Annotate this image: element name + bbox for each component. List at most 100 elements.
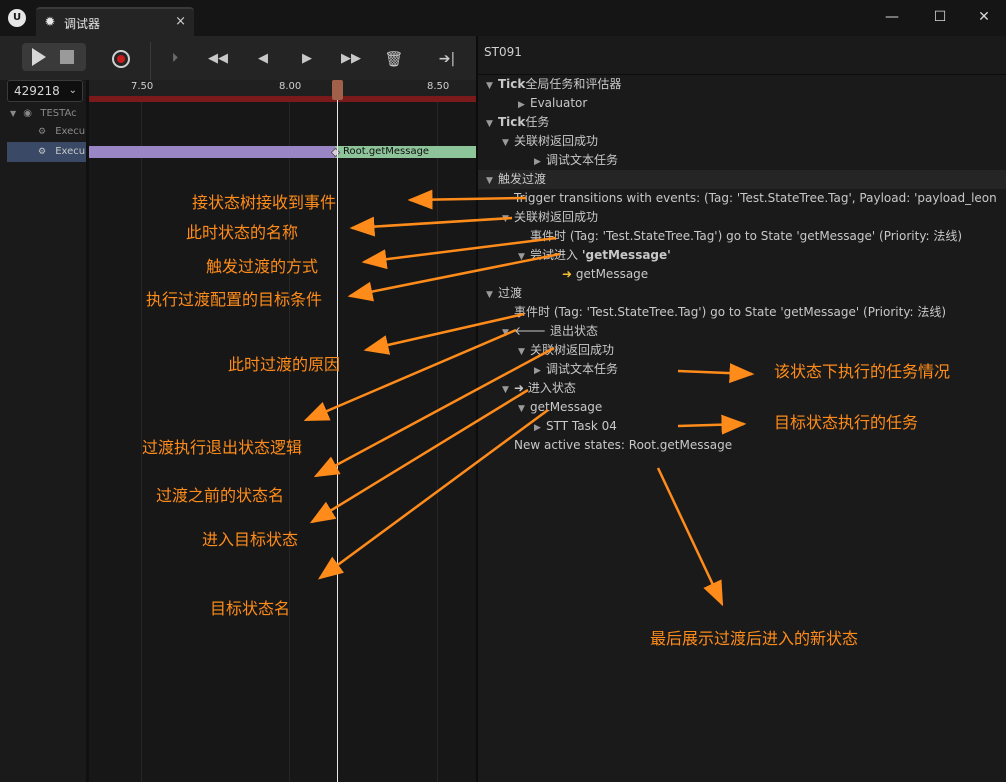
step-back-icon[interactable]: ◀ xyxy=(258,51,268,66)
divider xyxy=(478,74,1006,75)
expand-down-icon[interactable]: ▼ xyxy=(486,81,493,91)
trace-row: 事件时 (Tag: 'Test.StateTree.Tag') go to St… xyxy=(502,303,946,322)
row-label: 全局任务和评估器 xyxy=(525,77,622,91)
playhead-line xyxy=(337,80,338,782)
jump-forward-icon[interactable]: ▶▶ xyxy=(341,51,361,66)
annotation-label: 该状态下执行的任务情况 xyxy=(774,362,951,381)
trace-row[interactable]: ▶STT Task 04 xyxy=(534,417,617,436)
trace-row: 事件时 (Tag: 'Test.StateTree.Tag') go to St… xyxy=(518,227,962,246)
expand-right-icon[interactable]: ▶ xyxy=(534,157,541,167)
row-label: 过渡 xyxy=(498,286,523,300)
section-row[interactable]: ▼ Tick任务 xyxy=(478,113,1006,132)
expand-down-icon[interactable]: ▼ xyxy=(502,328,509,338)
annotation-label: 目标状态名 xyxy=(210,599,291,618)
trace-row[interactable]: ▼ 尝试进入 'getMessage' xyxy=(518,246,671,265)
row-label-bold: Tick xyxy=(498,77,526,91)
trace-row[interactable]: ▼ 关联树返回成功 xyxy=(518,341,614,360)
row-label: New active states: Root.getMessage xyxy=(514,438,733,452)
maximize-button[interactable]: ☐ xyxy=(933,9,947,25)
stop-button[interactable] xyxy=(60,50,74,64)
expand-down-icon[interactable]: ▼ xyxy=(502,138,509,148)
expand-down-icon[interactable]: ▼ xyxy=(518,404,525,414)
grid-line xyxy=(141,102,142,782)
close-window-button[interactable]: ✕ xyxy=(978,9,990,25)
trace-row[interactable]: ▼ 🡐 退出状态 xyxy=(502,322,598,341)
trace-row[interactable]: ▼getMessage xyxy=(518,398,602,417)
details-title: ST091 xyxy=(484,45,522,59)
expand-down-icon[interactable]: ▼ xyxy=(518,252,525,262)
trace-row[interactable]: ▶调试文本任务 xyxy=(534,360,618,379)
jump-to-end-icon[interactable]: ➔| xyxy=(438,51,456,67)
time-ruler[interactable]: 7.50 8.00 8.50 xyxy=(89,80,476,100)
row-label: 尝试进入 xyxy=(530,248,582,262)
annotation-label: 过渡之前的状态名 xyxy=(156,486,285,505)
annotation-label: 最后展示过渡后进入的新状态 xyxy=(650,629,859,648)
expand-down-icon[interactable]: ▼ xyxy=(486,290,493,300)
row-label: 调试文本任务 xyxy=(546,362,619,376)
state-track-current[interactable]: Root.getMessage xyxy=(335,146,476,158)
row-label: ➜ 进入状态 xyxy=(514,381,576,395)
row-label: 关联树返回成功 xyxy=(514,134,599,148)
title-bar: U ✹ 调试器 × — ☐ ✕ xyxy=(0,0,1006,36)
trace-row[interactable]: ▶调试文本任务 xyxy=(534,151,618,170)
trace-row[interactable]: ▶ Evaluator xyxy=(518,94,587,113)
play-stop-group xyxy=(22,43,86,71)
annotation-label: 触发过渡的方式 xyxy=(206,257,319,276)
play-button[interactable] xyxy=(28,48,48,66)
expand-down-icon[interactable]: ▼ xyxy=(486,119,493,129)
annotation-label: 过渡执行退出状态逻辑 xyxy=(142,438,303,457)
row-label: 🡐 退出状态 xyxy=(514,324,598,338)
tree-row[interactable]: ⚙ Execu xyxy=(0,122,86,142)
state-track-previous[interactable] xyxy=(89,146,335,158)
chevron-down-icon: ⌄ xyxy=(68,85,77,96)
row-label: 触发过渡 xyxy=(498,172,547,186)
expand-down-icon[interactable]: ▼ xyxy=(518,347,525,357)
expand-down-icon[interactable]: ▼ xyxy=(486,176,493,186)
row-label-bold: 'getMessage' xyxy=(581,248,671,262)
playhead-handle[interactable] xyxy=(332,80,343,100)
section-row[interactable]: ▼ 过渡 xyxy=(478,284,1006,303)
row-label: 任务 xyxy=(525,115,550,129)
trace-row[interactable]: ▼ 关联树返回成功 xyxy=(502,132,598,151)
trace-row[interactable]: ▼关联树返回成功 xyxy=(502,208,598,227)
expand-right-icon[interactable]: ▶ xyxy=(518,100,525,110)
tree-row[interactable]: ▼ ◉ TESTAc xyxy=(0,104,86,124)
tab-close-button[interactable]: × xyxy=(175,14,186,29)
recorded-range-band xyxy=(89,96,476,102)
tree-row-label: Execu xyxy=(55,146,86,157)
arrow-right-icon: ➜ xyxy=(562,267,576,281)
target-icon: ◉ xyxy=(23,108,32,119)
expand-down-icon[interactable]: ▼ xyxy=(502,385,509,395)
minimize-button[interactable]: — xyxy=(885,9,899,25)
details-panel: ST091 ▼Tick全局任务和评估器▶Evaluator▼Tick任务▼关联树… xyxy=(476,36,1006,782)
step-into-icon[interactable]: ⏵ xyxy=(171,51,179,66)
tick-label: 8.00 xyxy=(279,81,302,92)
tab-debugger[interactable]: ✹ 调试器 × xyxy=(36,7,194,36)
row-label: 关联树返回成功 xyxy=(530,343,615,357)
row-label: getMessage xyxy=(575,267,649,281)
jump-back-icon[interactable]: ◀◀ xyxy=(208,51,228,66)
execution-icon: ⚙ xyxy=(38,127,47,137)
trash-icon[interactable]: 🗑 xyxy=(384,50,404,68)
execution-icon: ⚙ xyxy=(38,147,47,157)
record-button[interactable] xyxy=(112,50,130,68)
section-row[interactable]: ▼ 触发过渡 xyxy=(478,170,1006,189)
step-forward-icon[interactable]: ▶ xyxy=(302,51,312,66)
instance-dropdown[interactable]: 429218 ⌄ xyxy=(7,80,83,102)
tree-row-label: Execu xyxy=(55,126,86,137)
row-label: 事件时 (Tag: 'Test.StateTree.Tag') go to St… xyxy=(514,305,947,319)
trace-row[interactable]: ▼ ➜ 进入状态 xyxy=(502,379,576,398)
debugger-toolbar: ⏵ ◀◀ ◀ ▶ ▶▶ 🗑 ➔| xyxy=(0,36,476,80)
tree-row-selected[interactable]: ⚙ Execu xyxy=(7,142,86,162)
timeline-panel[interactable]: 7.50 8.00 8.50 Root.getMessage xyxy=(86,80,476,782)
annotation-label: 此时状态的名称 xyxy=(186,223,299,242)
bug-icon: ✹ xyxy=(44,15,56,30)
tick-label: 8.50 xyxy=(427,81,450,92)
section-row[interactable]: ▼ Tick全局任务和评估器 xyxy=(478,75,1006,94)
tree-row-label: TESTAc xyxy=(40,108,77,119)
expand-down-icon[interactable]: ▼ xyxy=(502,214,509,224)
row-label-bold: Tick xyxy=(498,115,526,129)
instance-tree-panel: 429218 ⌄ ▼ ◉ TESTAc ⚙ Execu ⚙ Execu xyxy=(0,80,86,782)
row-label: Evaluator xyxy=(530,96,588,110)
row-label: STT Task 04 xyxy=(546,419,617,433)
